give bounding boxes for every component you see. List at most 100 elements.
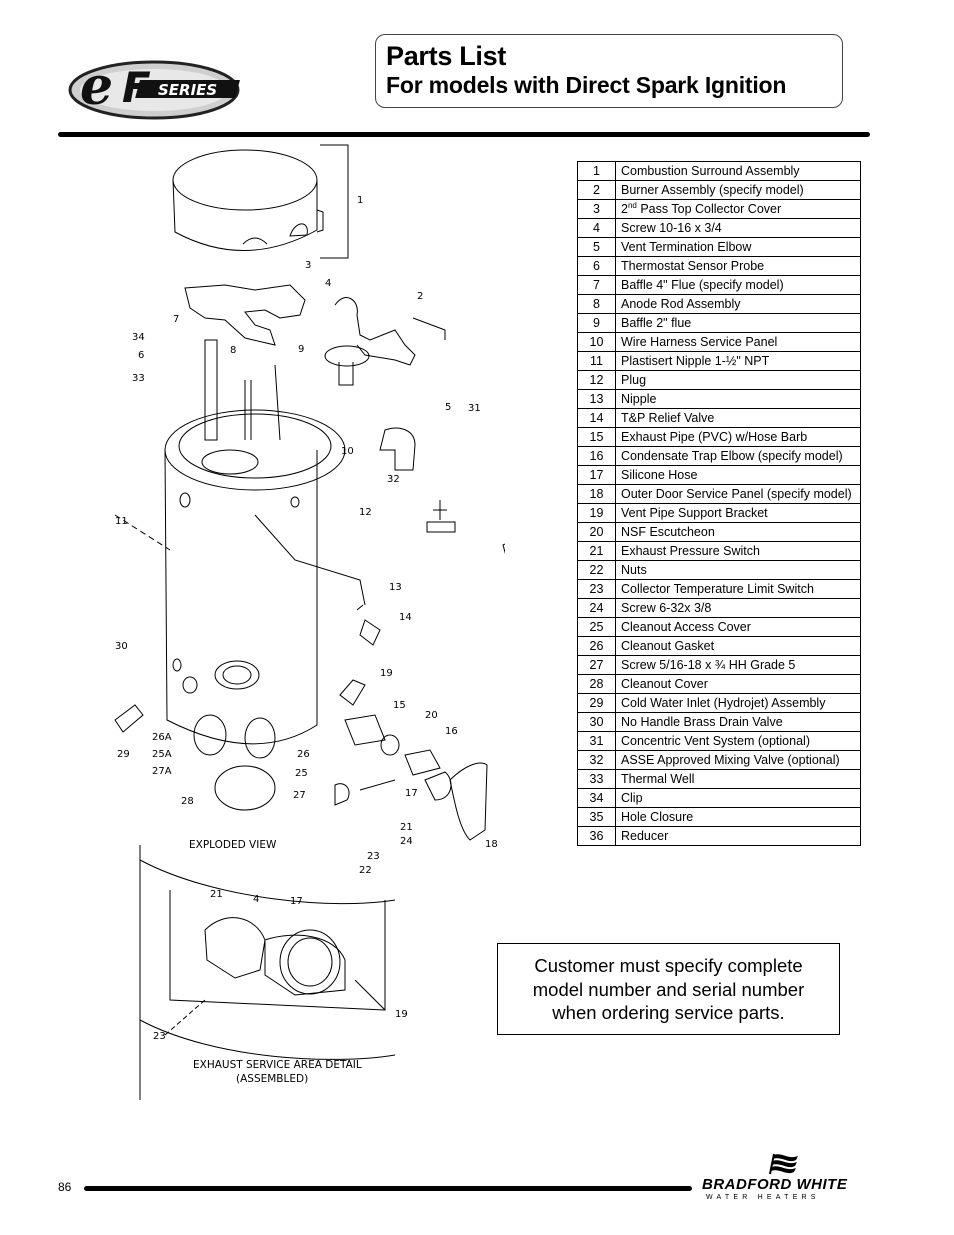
flag-icon — [769, 1153, 798, 1175]
part-number: 15 — [577, 427, 616, 447]
part-description: Cleanout Access Cover — [615, 617, 861, 637]
part-number: 13 — [577, 389, 616, 409]
callout-21: 21 — [400, 822, 413, 833]
part-description-prefix: 2 — [621, 201, 628, 216]
part-description: Concentric Vent System (optional) — [615, 731, 861, 751]
callout-3: 3 — [305, 260, 311, 271]
part-description: Cleanout Cover — [615, 674, 861, 694]
part-description: T&P Relief Valve — [615, 408, 861, 428]
callout-34: 34 — [132, 332, 145, 343]
part-description: Burner Assembly (specify model) — [615, 180, 861, 200]
callout-29: 29 — [117, 749, 130, 760]
part-description: 2nd Pass Top Collector Cover — [615, 199, 861, 219]
part-description: Screw 10-16 x 3/4 — [615, 218, 861, 238]
part-description: Condensate Trap Elbow (specify model) — [615, 446, 861, 466]
callout-19: 19 — [380, 668, 393, 679]
part-description: Anode Rod Assembly — [615, 294, 861, 314]
callout-16: 16 — [445, 726, 458, 737]
part-number: 3 — [577, 199, 616, 219]
part-number: 6 — [577, 256, 616, 276]
part-description: Exhaust Pipe (PVC) w/Hose Barb — [615, 427, 861, 447]
detail-caption-assembled: (ASSEMBLED) — [236, 1073, 308, 1085]
part-number: 17 — [577, 465, 616, 485]
callout-4: 4 — [325, 278, 331, 289]
exploded-view-caption: EXPLODED VIEW — [189, 839, 277, 851]
part-description: Exhaust Pressure Switch — [615, 541, 861, 561]
part-number: 26 — [577, 636, 616, 656]
part-description: Wire Harness Service Panel — [615, 332, 861, 352]
callout-26: 26 — [297, 749, 310, 760]
part-description: No Handle Brass Drain Valve — [615, 712, 861, 732]
part-number: 19 — [577, 503, 616, 523]
part-description: Outer Door Service Panel (specify model) — [615, 484, 861, 504]
detail-callout-23: 23 — [153, 1031, 166, 1042]
callout-1: 1 — [357, 195, 363, 206]
part-description: Thermal Well — [615, 769, 861, 789]
detail-callout-4: 4 — [253, 894, 259, 905]
part-description: Hole Closure — [615, 807, 861, 827]
callout-27: 27 — [293, 790, 306, 801]
part-description: Nuts — [615, 560, 861, 580]
part-number: 10 — [577, 332, 616, 352]
part-description: Vent Termination Elbow — [615, 237, 861, 257]
callout-2: 2 — [417, 291, 423, 302]
notice-line-2: model number and serial number — [532, 978, 805, 1000]
callout-9: 9 — [298, 344, 304, 355]
callout-25a: 25A — [152, 749, 172, 760]
notice-line-1: Customer must specify complete — [534, 955, 803, 976]
part-description: Collector Temperature Limit Switch — [615, 579, 861, 599]
part-number: 12 — [577, 370, 616, 390]
part-number: 27 — [577, 655, 616, 675]
detail-caption: EXHAUST SERVICE AREA DETAIL — [193, 1059, 362, 1071]
part-number: 32 — [577, 750, 616, 770]
part-description: Nipple — [615, 389, 861, 409]
part-description: Vent Pipe Support Bracket — [615, 503, 861, 523]
part-number: 7 — [577, 275, 616, 295]
part-number: 4 — [577, 218, 616, 238]
callout-8: 8 — [230, 345, 236, 356]
callout-32: 32 — [387, 474, 400, 485]
svg-text:e: e — [80, 56, 113, 117]
detail-callout-19: 19 — [395, 1009, 408, 1020]
callout-33: 33 — [132, 373, 145, 384]
part-description: Screw 5/16-18 x ¾ HH Grade 5 — [615, 655, 861, 675]
part-description: ASSE Approved Mixing Valve (optional) — [615, 750, 861, 770]
detail-callout-17: 17 — [290, 896, 303, 907]
part-number: 18 — [577, 484, 616, 504]
callout-18: 18 — [485, 839, 498, 850]
bradford-white-logo: BRADFORD WHITE WATER HEATERS — [702, 1152, 862, 1207]
part-number: 29 — [577, 693, 616, 713]
part-description-text: Pass Top Collector Cover — [636, 201, 782, 216]
title-box: Parts List For models with Direct Spark … — [375, 34, 843, 108]
part-description: Baffle 2" flue — [615, 313, 861, 333]
part-number: 9 — [577, 313, 616, 333]
callout-20: 20 — [425, 710, 438, 721]
part-number: 21 — [577, 541, 616, 561]
notice-line-3: when ordering service parts. — [552, 1002, 785, 1023]
part-number: 22 — [577, 560, 616, 580]
footer-divider — [84, 1186, 692, 1191]
svg-text:SERIES: SERIES — [158, 81, 217, 99]
part-number: 16 — [577, 446, 616, 466]
callout-23: 23 — [367, 851, 380, 862]
part-number: 30 — [577, 712, 616, 732]
part-number: 1 — [577, 161, 616, 181]
